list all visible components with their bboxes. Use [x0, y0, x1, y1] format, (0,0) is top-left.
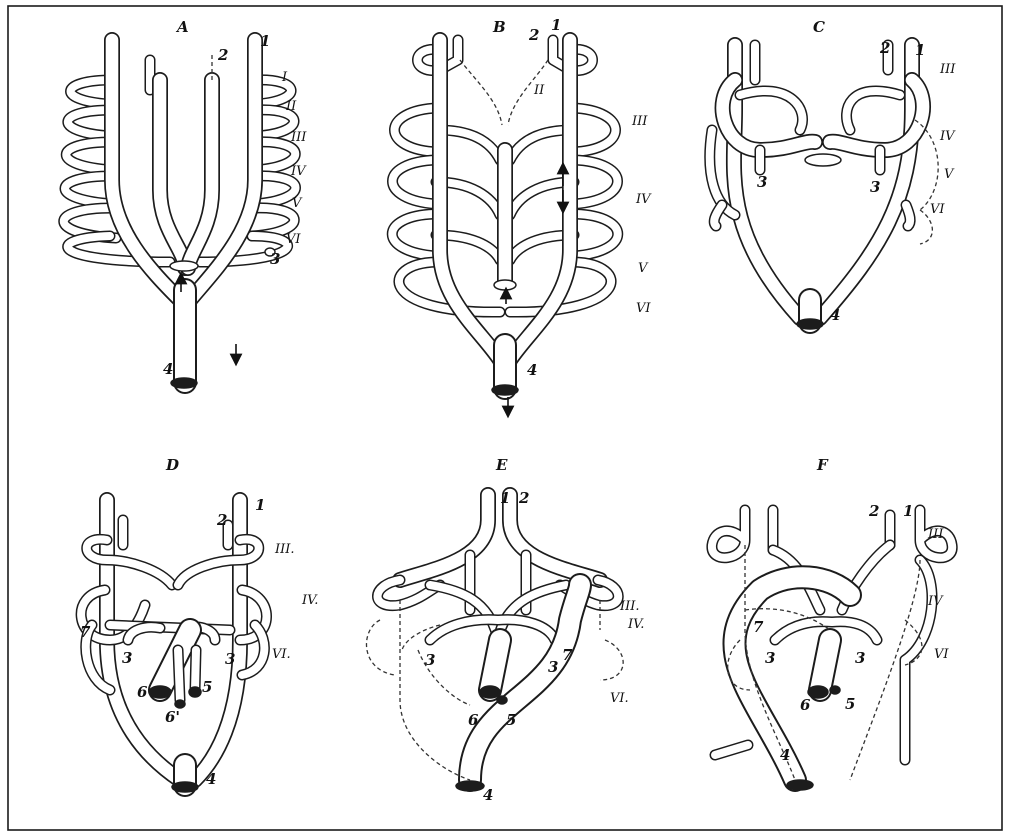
panel-b-letter: B	[492, 18, 506, 36]
panel-f-label-3-left: 3	[765, 649, 775, 667]
panel-a-label-4: 4	[163, 360, 173, 378]
panel-d-label-3-right: 3	[225, 650, 235, 668]
panel-c-label-1: 1	[915, 41, 925, 59]
panel-d-letter: D	[165, 456, 179, 474]
panel-b-aorta-opening	[492, 385, 518, 395]
panel-f-arch-VI: VI	[934, 647, 949, 662]
panel-a-label-1: 1	[260, 32, 270, 50]
panel-f-label-1: 1	[903, 502, 913, 520]
panel-c-heart-opening	[805, 154, 841, 166]
panel-a-arch-IV: IV	[290, 164, 307, 179]
panel-d-arch-VI: VI.	[272, 647, 291, 662]
panel-a-arch-I: I	[281, 70, 288, 85]
panel-f-aorta-opening	[787, 780, 813, 790]
panel-a-arch-II: II	[285, 99, 297, 114]
panel-d-aorta-opening	[172, 782, 198, 792]
panel-e-label-3-right: 3	[548, 658, 558, 676]
panel-a-arch-III: III	[290, 130, 307, 145]
panel-b: B 1 2 4 II III IV V VI	[392, 16, 652, 412]
panel-b-arch-IV: IV	[635, 192, 652, 207]
panel-c-aorta-opening	[797, 319, 823, 329]
panel-e-label-2: 2	[518, 489, 529, 507]
panel-c-arch-VI: VI	[930, 202, 945, 217]
panel-d-label-5: 5	[202, 678, 212, 696]
panel-a-heart-opening	[170, 261, 198, 271]
panel-d-label-3-left: 3	[122, 649, 132, 667]
panel-d-label-2: 2	[216, 511, 227, 529]
panel-c-arch-V: V	[944, 167, 955, 182]
panel-c-label-2: 2	[879, 39, 890, 57]
panel-f-arch-III: III	[927, 527, 944, 542]
panel-d-label-6-prime: 6'	[165, 708, 180, 726]
panel-e-label-1: 1	[500, 489, 510, 507]
panel-e-label-3-left: 3	[425, 651, 435, 669]
panel-f-label-2: 2	[868, 502, 879, 520]
panel-a: A 1 2 3 4 I II III IV V VI	[64, 18, 308, 388]
panel-c-label-3-right: 3	[870, 178, 880, 196]
panel-b-arch-II: II	[533, 83, 545, 98]
panel-e-letter: E	[495, 456, 508, 474]
panel-e-arch-IV: IV.	[627, 617, 644, 632]
panel-d-label-1: 1	[255, 496, 265, 514]
panel-b-label-4: 4	[527, 361, 537, 379]
panel-c: C 1 2 3 3 4 III IV V VI	[710, 18, 956, 329]
panel-d-label-7: 7	[80, 623, 91, 641]
panel-d-arch-IV: IV.	[301, 593, 318, 608]
panel-a-label-3: 3	[270, 250, 280, 268]
panel-a-letter: A	[175, 18, 189, 36]
panel-e-arch-III: III.	[619, 599, 640, 614]
panel-d: D 1 2 3 3 4 5 6 6' 7 III. IV. VI.	[80, 456, 318, 792]
panel-f-label-5: 5	[845, 695, 855, 713]
panel-b-arch-V: V	[638, 261, 649, 276]
panel-e-arch-VI: VI.	[610, 691, 629, 706]
panel-f: F 1 2 3 3 4 5 6 7 III IV VI	[712, 456, 952, 790]
panel-e-aorta-opening	[456, 781, 484, 791]
panel-f-label-3-right: 3	[855, 649, 865, 667]
panel-c-letter: C	[813, 18, 825, 36]
panel-c-label-4: 4	[830, 306, 840, 324]
panel-b-label-1: 1	[551, 16, 561, 34]
panel-a-arch-V: V	[292, 196, 303, 211]
panel-e: E 1 2 3 3 4 5 6 7 III. IV. VI.	[366, 456, 644, 804]
panel-c-arch-IV: IV	[939, 129, 956, 144]
panel-a-arch-VI: VI	[286, 232, 301, 247]
panel-c-arch-III: III	[939, 62, 956, 77]
panel-f-label-6: 6	[800, 696, 811, 714]
panel-d-label-6: 6	[137, 683, 148, 701]
panel-f-arch-IV: IV	[927, 594, 944, 609]
panel-e-label-4: 4	[483, 786, 493, 804]
panel-f-label-4: 4	[780, 746, 790, 764]
panel-b-heart-opening	[494, 280, 516, 290]
panel-a-label-2: 2	[217, 46, 228, 64]
panel-d-label-4: 4	[206, 770, 216, 788]
panel-a-aorta-opening	[171, 378, 197, 388]
panel-b-arch-III: III	[631, 114, 648, 129]
panel-c-label-3-left: 3	[757, 173, 767, 191]
panel-b-arch-VI: VI	[636, 301, 651, 316]
panel-e-label-7: 7	[562, 646, 573, 664]
panel-b-label-2: 2	[528, 26, 539, 44]
panel-e-label-6: 6	[468, 711, 479, 729]
panel-f-label-7: 7	[753, 618, 764, 636]
panel-d-arch-III: III.	[274, 542, 295, 557]
panel-f-letter: F	[816, 456, 829, 474]
panel-e-label-5: 5	[506, 711, 516, 729]
